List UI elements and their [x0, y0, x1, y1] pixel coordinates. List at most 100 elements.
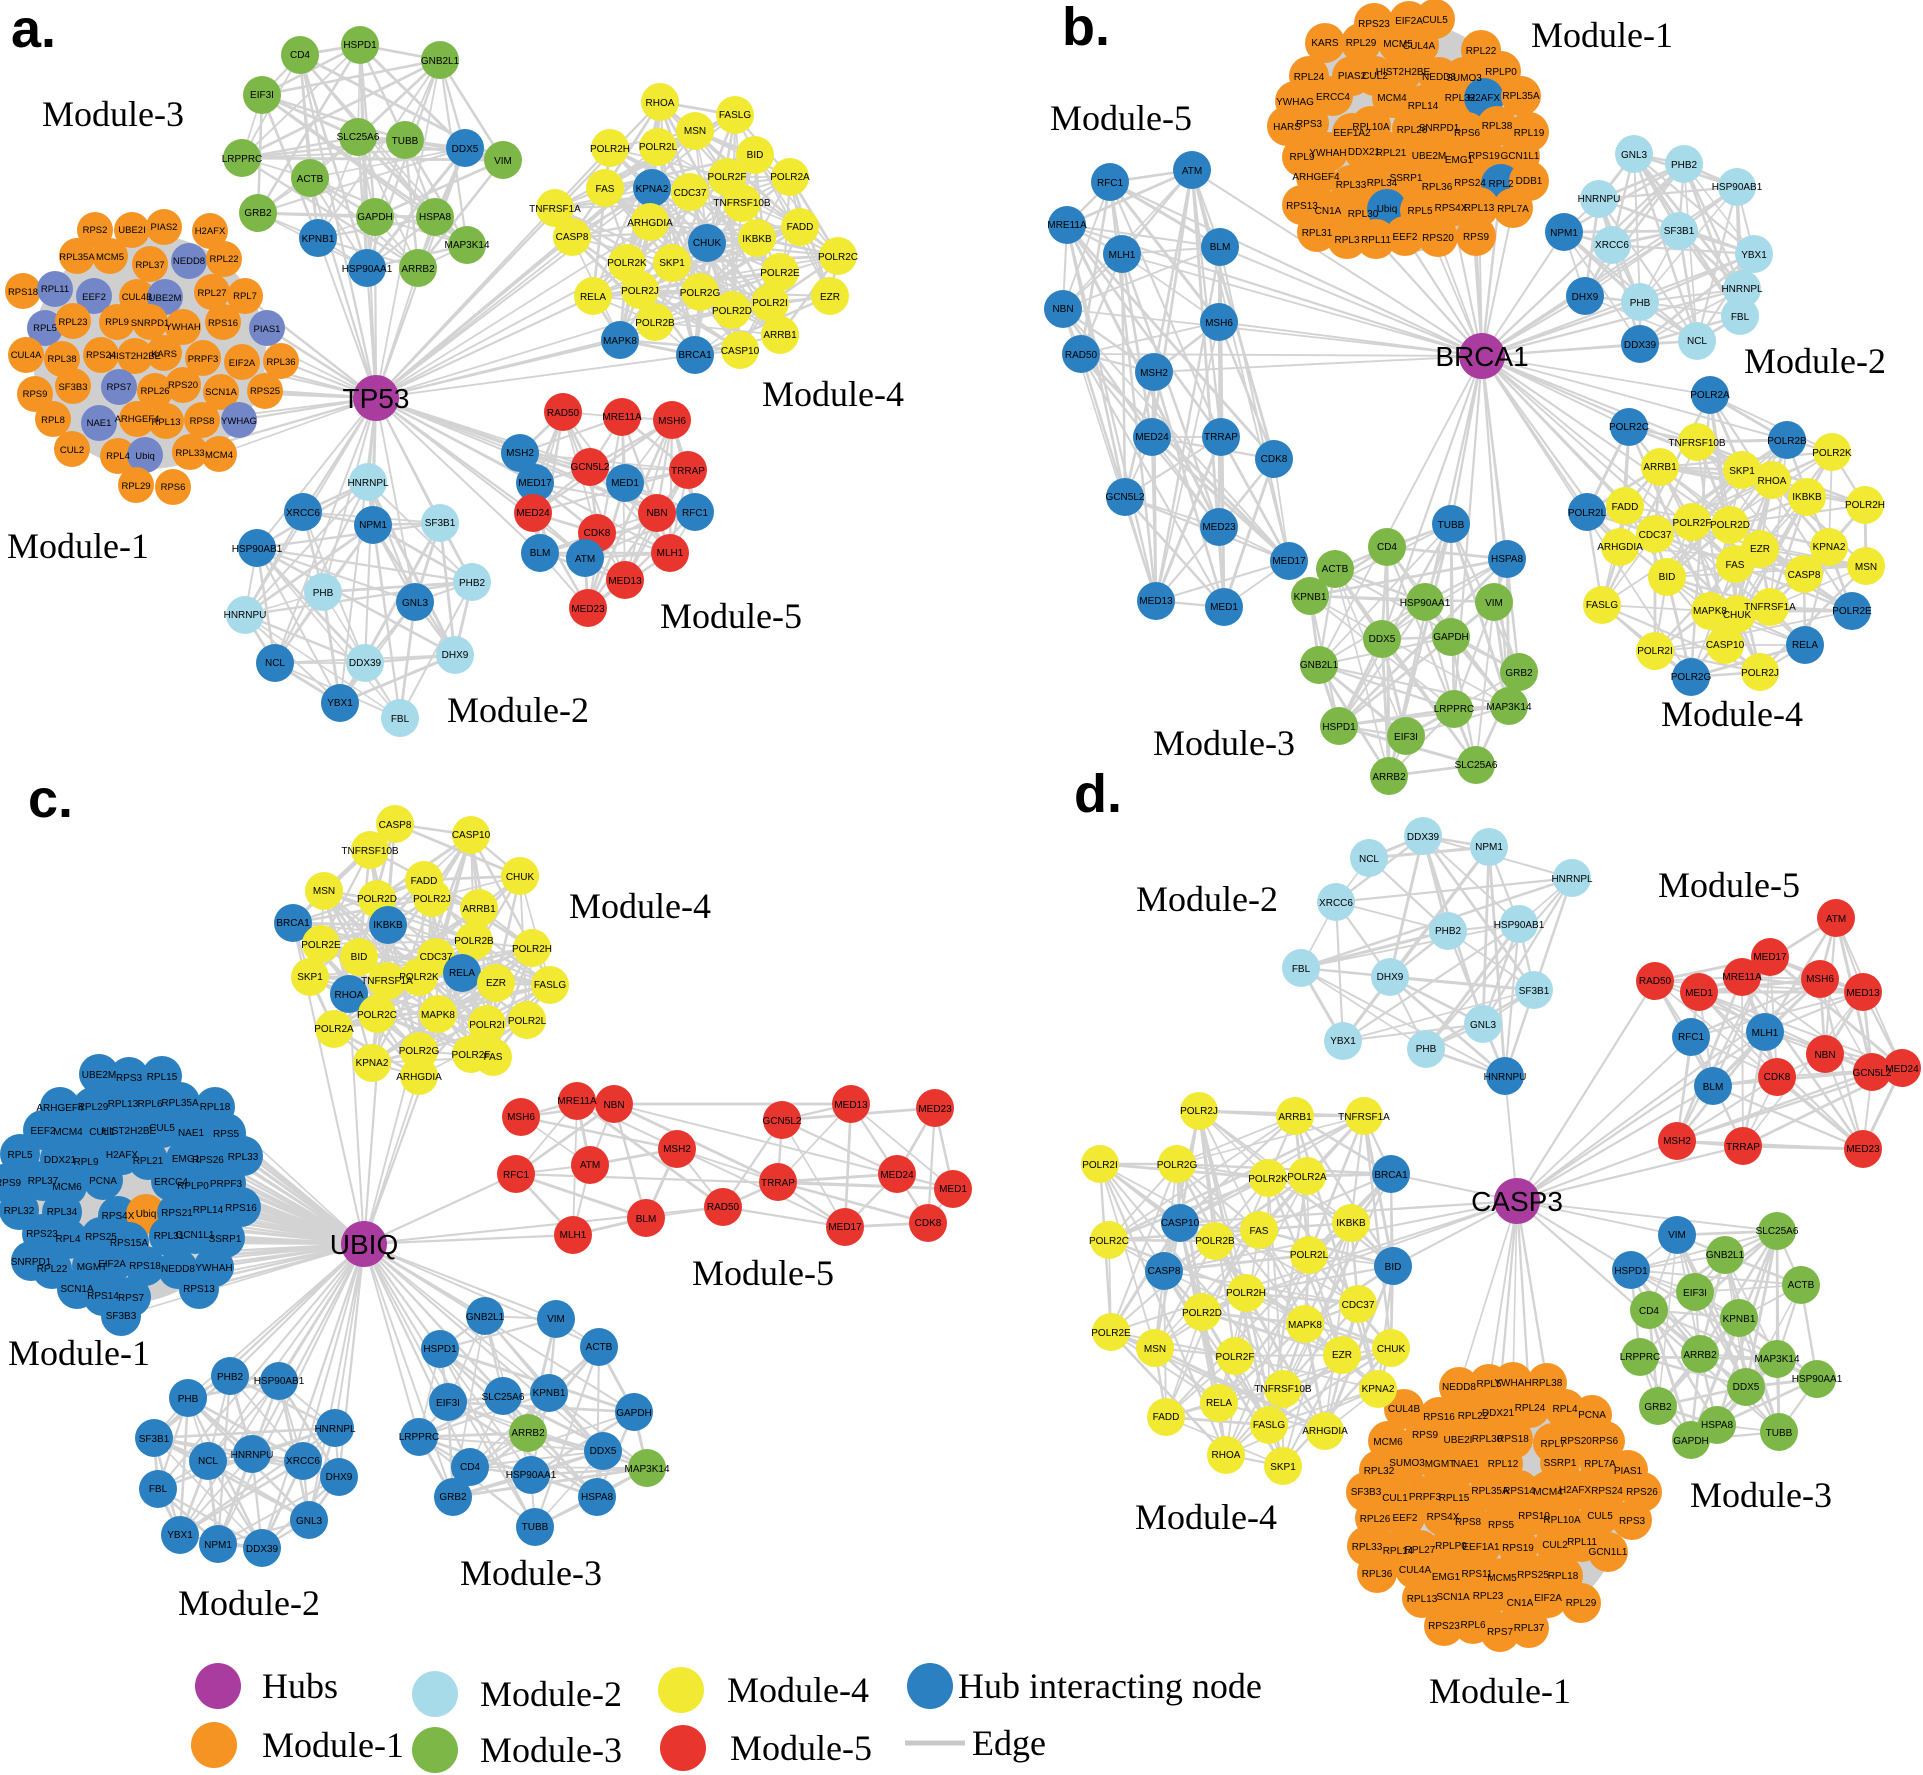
- svg-text:NBN: NBN: [646, 508, 667, 519]
- svg-text:POLR2A: POLR2A: [1287, 1172, 1327, 1183]
- svg-text:DHX9: DHX9: [1377, 972, 1404, 983]
- svg-text:KPNA2: KPNA2: [1362, 1384, 1395, 1395]
- svg-text:RELA: RELA: [1206, 1398, 1232, 1409]
- svg-text:YWHAH: YWHAH: [165, 322, 201, 333]
- svg-text:RELA: RELA: [580, 292, 606, 303]
- svg-text:MSN: MSN: [1144, 1344, 1166, 1355]
- svg-text:MLH1: MLH1: [560, 1230, 587, 1241]
- svg-text:BLM: BLM: [636, 1214, 657, 1225]
- svg-text:HSPD1: HSPD1: [1322, 722, 1356, 733]
- svg-text:SLC25A6: SLC25A6: [1756, 1226, 1799, 1237]
- svg-text:EMG1: EMG1: [172, 1154, 201, 1165]
- svg-text:MED17: MED17: [1753, 952, 1787, 963]
- svg-text:RPS20: RPS20: [168, 380, 198, 391]
- svg-text:SF3B1: SF3B1: [139, 1434, 170, 1445]
- svg-text:CASP8: CASP8: [556, 232, 589, 243]
- svg-text:RPS8: RPS8: [1455, 1517, 1482, 1528]
- svg-text:POLR2E: POLR2E: [1091, 1328, 1131, 1339]
- svg-text:RPL29: RPL29: [78, 1102, 109, 1113]
- svg-text:CUL5: CUL5: [1422, 15, 1448, 26]
- svg-text:ACTB: ACTB: [586, 1342, 613, 1353]
- svg-text:POLR2K: POLR2K: [1248, 1174, 1288, 1185]
- svg-text:YWHAG: YWHAG: [221, 416, 257, 427]
- svg-text:RPL4: RPL4: [1552, 1404, 1577, 1415]
- svg-text:FAS: FAS: [1726, 560, 1745, 571]
- svg-text:RPLP0: RPLP0: [1485, 67, 1517, 78]
- svg-text:MCM5: MCM5: [1383, 39, 1413, 50]
- svg-text:EIF2A: EIF2A: [1395, 16, 1423, 27]
- svg-text:RPL13: RPL13: [1464, 203, 1495, 214]
- svg-text:LRPPRC: LRPPRC: [399, 1432, 440, 1443]
- svg-text:POLR2A: POLR2A: [314, 1024, 354, 1035]
- svg-text:CN1A: CN1A: [1315, 206, 1342, 217]
- svg-text:c.: c.: [28, 769, 73, 829]
- svg-text:RPL32: RPL32: [1364, 1466, 1395, 1477]
- svg-text:RPS21: RPS21: [161, 1208, 193, 1219]
- svg-text:MLH1: MLH1: [657, 548, 684, 559]
- svg-text:POLR2L: POLR2L: [1568, 508, 1607, 519]
- svg-text:POLR2E: POLR2E: [301, 940, 341, 951]
- svg-text:MCM6: MCM6: [1373, 1437, 1403, 1448]
- svg-text:YWHAH: YWHAH: [195, 1263, 232, 1274]
- svg-text:DDX39: DDX39: [1624, 340, 1657, 351]
- svg-text:PIAS2: PIAS2: [1338, 71, 1367, 82]
- svg-text:d.: d.: [1074, 764, 1122, 824]
- svg-text:MED13: MED13: [1139, 596, 1173, 607]
- svg-text:RPL23: RPL23: [58, 317, 87, 328]
- svg-text:CUL4A: CUL4A: [1399, 1565, 1432, 1576]
- svg-text:BID: BID: [1659, 572, 1676, 583]
- svg-text:RPL37: RPL37: [1514, 1623, 1545, 1634]
- svg-text:CUL1: CUL1: [89, 1127, 115, 1138]
- svg-text:SLC25A6: SLC25A6: [337, 132, 380, 143]
- svg-text:POLR2F: POLR2F: [452, 1050, 491, 1061]
- svg-text:Module-3: Module-3: [460, 1553, 602, 1593]
- svg-text:MSH2: MSH2: [506, 448, 534, 459]
- svg-text:BID: BID: [747, 150, 764, 161]
- svg-text:TRRAP: TRRAP: [761, 1178, 795, 1189]
- svg-text:TNFRSF10B: TNFRSF10B: [341, 846, 399, 857]
- svg-text:RFC1: RFC1: [1678, 1032, 1705, 1043]
- svg-text:RPL6: RPL6: [1460, 1620, 1485, 1631]
- svg-text:ARHGDIA: ARHGDIA: [396, 1072, 442, 1083]
- svg-text:POLR2F: POLR2F: [708, 172, 747, 183]
- svg-text:MED1: MED1: [611, 478, 639, 489]
- svg-text:NEDD8: NEDD8: [173, 256, 205, 267]
- svg-text:BRCA1: BRCA1: [678, 350, 712, 361]
- svg-text:SKP1: SKP1: [1729, 466, 1755, 477]
- svg-text:FBL: FBL: [391, 714, 410, 725]
- svg-text:RPS9: RPS9: [0, 1178, 21, 1189]
- svg-text:MED13: MED13: [608, 576, 642, 587]
- svg-text:CUL4B: CUL4B: [122, 292, 153, 303]
- svg-text:SNRPD1: SNRPD1: [1419, 123, 1460, 134]
- svg-text:RAD50: RAD50: [1639, 976, 1672, 987]
- svg-text:EZR: EZR: [820, 292, 840, 303]
- svg-text:RPL8: RPL8: [41, 415, 65, 426]
- svg-text:EEF2: EEF2: [30, 1126, 55, 1137]
- svg-text:MAPK8: MAPK8: [1288, 1320, 1322, 1331]
- svg-text:GCN1L1: GCN1L1: [1589, 1547, 1628, 1558]
- svg-text:CN1A: CN1A: [1507, 1598, 1534, 1609]
- svg-text:HIST2H2BE: HIST2H2BE: [109, 351, 161, 362]
- svg-text:CDC37: CDC37: [1639, 530, 1672, 541]
- svg-text:Ubiq: Ubiq: [136, 1209, 157, 1220]
- svg-text:RAD50: RAD50: [1065, 350, 1098, 361]
- svg-text:RPL32: RPL32: [1445, 93, 1476, 104]
- svg-text:ARRB1: ARRB1: [1278, 1112, 1312, 1123]
- svg-text:RPL37: RPL37: [28, 1176, 59, 1187]
- svg-text:POLR2C: POLR2C: [357, 1010, 397, 1021]
- svg-text:POLR2L: POLR2L: [1290, 1250, 1329, 1261]
- svg-text:RPS18: RPS18: [8, 287, 38, 298]
- svg-text:POLR2K: POLR2K: [399, 972, 439, 983]
- svg-text:DDX5: DDX5: [452, 144, 479, 155]
- svg-text:RPL5: RPL5: [33, 323, 57, 334]
- svg-text:EEF2: EEF2: [1392, 232, 1417, 243]
- svg-text:MED24: MED24: [1135, 432, 1169, 443]
- svg-text:CDC37: CDC37: [1342, 1300, 1375, 1311]
- svg-text:VIM: VIM: [1668, 1230, 1686, 1241]
- svg-text:RELA: RELA: [449, 968, 475, 979]
- svg-text:HSP90AA1: HSP90AA1: [506, 1470, 557, 1481]
- svg-text:RPS19: RPS19: [1502, 1543, 1534, 1554]
- svg-text:Module-2: Module-2: [1744, 341, 1886, 381]
- svg-text:RPL6: RPL6: [137, 1099, 162, 1110]
- svg-text:RPL34: RPL34: [1367, 178, 1398, 189]
